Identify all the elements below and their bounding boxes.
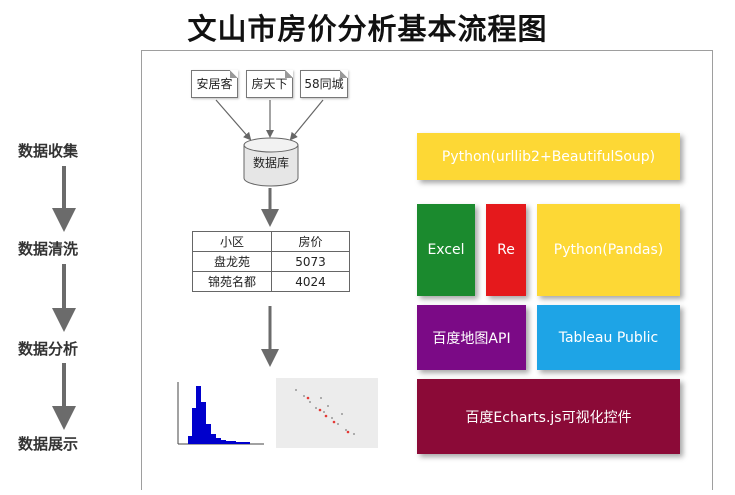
table-header-cell: 小区 xyxy=(192,231,272,252)
source-anjuke: 安居客 xyxy=(191,70,238,98)
stage-label-collect: 数据收集 xyxy=(18,142,79,160)
house-price-table: 小区 房价 盘龙苑 5073 锦苑名都 4024 xyxy=(192,231,350,292)
source-58tongcheng: 58同城 xyxy=(300,70,348,98)
page-title: 文山市房价分析基本流程图 xyxy=(187,12,548,46)
table-header-row: 小区 房价 xyxy=(192,231,350,252)
table-cell: 5073 xyxy=(271,251,350,272)
tile-excel: Excel xyxy=(417,204,475,296)
source-arrows xyxy=(215,99,324,141)
table-row: 锦苑名都 4024 xyxy=(192,271,350,292)
tile-baidu-echarts: 百度Echarts.js可视化控件 xyxy=(417,379,680,454)
map-scatter-thumbnail xyxy=(276,378,378,448)
table-row: 盘龙苑 5073 xyxy=(192,251,350,272)
source-arrow-1 xyxy=(215,99,252,141)
diagram-frame xyxy=(141,50,713,490)
tile-tableau-public: Tableau Public xyxy=(537,305,680,370)
tile-re: Re xyxy=(486,204,526,296)
table-cell: 4024 xyxy=(271,271,350,292)
table-header-cell: 房价 xyxy=(271,231,350,252)
table-cell: 锦苑名都 xyxy=(192,271,272,292)
tile-python-pandas: Python(Pandas) xyxy=(537,204,680,296)
stage-label-display: 数据展示 xyxy=(18,435,79,453)
histogram-bars xyxy=(188,386,250,444)
database-label: 数据库 xyxy=(252,156,289,170)
stage-label-analyze: 数据分析 xyxy=(18,340,79,358)
tile-python-urllib: Python(urllib2+BeautifulSoup) xyxy=(417,133,680,180)
source-fangtianxia: 房天下 xyxy=(246,70,293,98)
database-icon xyxy=(243,137,299,187)
stage-label-clean: 数据清洗 xyxy=(18,240,79,258)
tile-baidu-map-api: 百度地图API xyxy=(417,305,526,370)
histogram-thumbnail xyxy=(168,378,268,448)
table-cell: 盘龙苑 xyxy=(192,251,272,272)
source-arrow-3 xyxy=(289,99,324,141)
